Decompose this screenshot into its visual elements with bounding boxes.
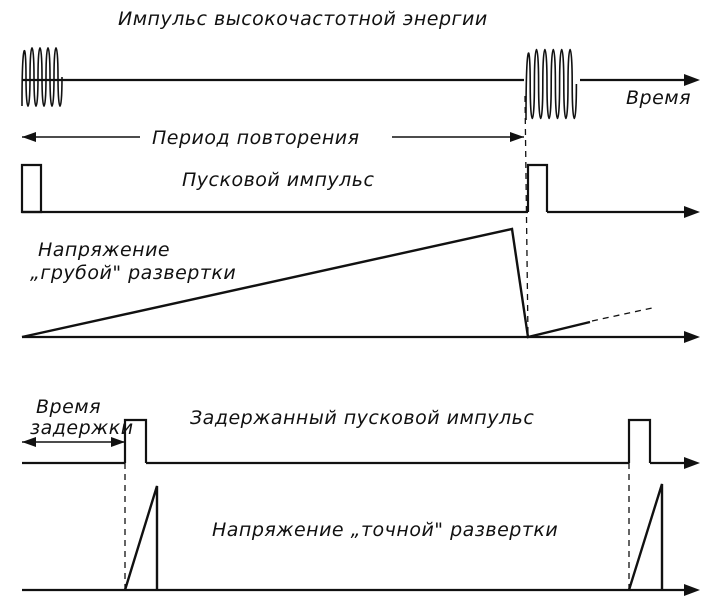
time-axis-arrow-1 (684, 74, 700, 86)
coarse-sweep-label-line2: „грубой" развертки (30, 262, 236, 284)
repetition-period-dimension (22, 132, 524, 142)
time-axis-arrow-2 (684, 206, 700, 218)
alignment-guide-1 (524, 95, 529, 338)
delayed-trigger-pulse-label: Задержанный пусковой импульс (190, 407, 534, 429)
time-label: Время (626, 87, 691, 109)
fine-sweep-label: Напряжение „точной" развертки (212, 519, 558, 541)
coarse-sweep-label-line1: Напряжение (38, 239, 170, 261)
fine-sweep-waveform (22, 483, 700, 596)
time-axis-arrow-5 (684, 584, 700, 596)
time-axis-arrow-3 (684, 331, 700, 343)
delayed-trigger-pulse-waveform (22, 418, 700, 469)
rf-pulse-waveform (21, 46, 700, 121)
rf-pulse-label: Импульс высокочастотной энергии (118, 8, 488, 30)
trigger-pulse-waveform (20, 163, 700, 218)
delay-time-label-line2: задержки (30, 417, 134, 439)
delay-time-label-line1: Время (36, 396, 101, 418)
delay-time-dimension (22, 437, 125, 447)
coarse-sweep-waveform (21, 227, 700, 343)
time-axis-arrow-4 (684, 457, 700, 469)
repetition-period-label: Период повторения (152, 127, 360, 149)
trigger-pulse-label: Пусковой импульс (182, 169, 374, 191)
